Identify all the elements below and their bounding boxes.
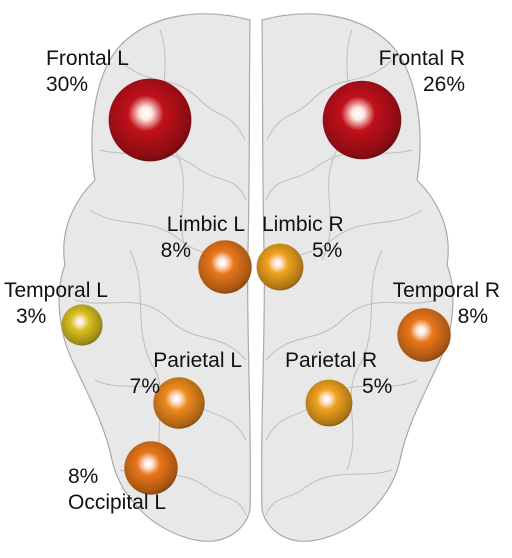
region-name: Frontal R <box>378 47 465 70</box>
label-frontal-r: Frontal R 26% <box>379 46 465 98</box>
region-percent: 7% <box>129 375 160 398</box>
region-name: Parietal L <box>153 349 242 372</box>
label-parietal-l: Parietal L 7% <box>130 348 242 400</box>
region-percent: 8% <box>68 465 99 488</box>
region-name: Frontal L <box>46 47 129 70</box>
sphere-frontal-r <box>322 80 402 160</box>
region-name: Parietal R <box>285 349 378 372</box>
region-name: Occipital L <box>68 491 167 514</box>
region-percent: 30% <box>46 73 89 96</box>
label-temporal-l: Temporal L 3% <box>4 278 108 330</box>
label-frontal-l: Frontal L 30% <box>46 46 129 98</box>
region-percent: 5% <box>362 375 393 398</box>
sphere-frontal-l <box>108 78 192 162</box>
region-percent: 8% <box>160 239 191 262</box>
region-percent: 8% <box>457 305 488 328</box>
sphere-parietal-l <box>153 377 205 429</box>
sphere-limbic-r <box>256 243 304 291</box>
region-percent: 26% <box>422 73 465 96</box>
label-temporal-r: Temporal R 8% <box>393 278 500 330</box>
region-percent: 3% <box>16 305 47 328</box>
label-parietal-r: Parietal R 5% <box>285 348 392 400</box>
region-name: Limbic R <box>262 213 344 236</box>
label-limbic-r: Limbic R 5% <box>262 212 344 264</box>
label-occipital-l: 8% Occipital L <box>68 464 166 516</box>
region-name: Temporal L <box>4 279 108 302</box>
region-name: Limbic L <box>166 213 245 236</box>
sphere-parietal-r <box>305 379 353 427</box>
label-limbic-l: Limbic L 8% <box>161 212 245 264</box>
sphere-occipital-l <box>124 441 178 495</box>
sphere-temporal-l <box>61 304 103 346</box>
region-percent: 5% <box>312 239 343 262</box>
sphere-temporal-r <box>397 308 451 362</box>
region-name: Temporal R <box>392 279 500 302</box>
region-spheres <box>61 78 451 495</box>
sphere-limbic-l <box>198 240 252 294</box>
